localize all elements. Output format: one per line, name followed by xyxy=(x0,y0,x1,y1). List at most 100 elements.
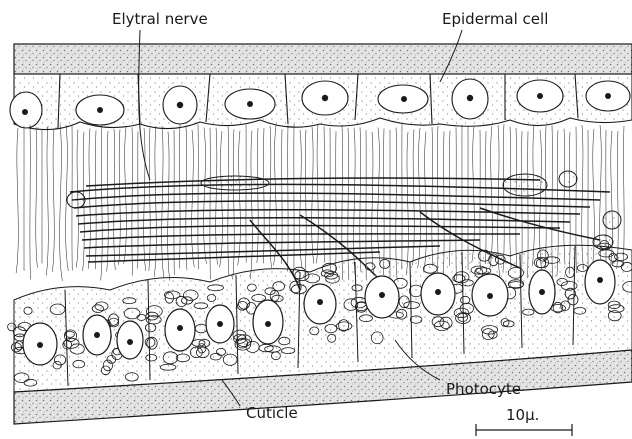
fibre-strand xyxy=(192,130,195,267)
fibre-strand xyxy=(360,127,361,272)
photocyte-granule xyxy=(482,326,498,335)
photocyte-granule xyxy=(125,373,138,381)
fibre-strand xyxy=(149,128,150,271)
photocyte-granule xyxy=(194,303,208,309)
photocyte-granule xyxy=(8,323,16,331)
fibre-strand xyxy=(16,128,18,273)
photocyte-granule xyxy=(281,348,294,354)
fibre-strand xyxy=(490,126,493,270)
fibre-strand xyxy=(449,131,450,266)
photocyte-granule xyxy=(608,305,624,313)
fibre-strand xyxy=(378,128,381,264)
photocyte-granule xyxy=(210,353,221,360)
photocyte-granule xyxy=(197,347,210,358)
photocyte-granule xyxy=(380,259,390,268)
photocyte-granule xyxy=(103,360,112,371)
photocyte-granule xyxy=(371,332,383,344)
fibre-strand xyxy=(396,128,397,280)
fibre-strand xyxy=(168,132,170,281)
photocyte-granule xyxy=(184,290,199,300)
photocyte-granule xyxy=(137,314,146,320)
fibre-strand xyxy=(432,127,433,266)
photocyte-granule xyxy=(24,379,37,386)
fibre-strand xyxy=(348,128,349,280)
fibre-strand xyxy=(472,127,475,263)
fibre-strand xyxy=(312,127,314,264)
photocyte-granule xyxy=(365,263,375,270)
fibre-strand xyxy=(60,124,63,280)
fibre-strand xyxy=(274,125,277,265)
photocyte-granule xyxy=(336,322,351,330)
fibre-strand xyxy=(413,129,415,265)
fibre-strand xyxy=(30,125,31,280)
photocyte-granule xyxy=(410,316,422,323)
photocyte-granule xyxy=(73,360,85,368)
photocyte-granule xyxy=(271,352,280,360)
fibre-strand xyxy=(36,127,38,267)
fibre-strand xyxy=(101,125,103,281)
fibre-strand xyxy=(144,128,146,271)
fibre-strand xyxy=(486,131,487,264)
photocyte-granule xyxy=(360,315,373,322)
photocyte-granule xyxy=(234,334,246,343)
photocyte-granule xyxy=(523,309,534,315)
fibre-strand xyxy=(354,128,356,282)
photocyte-granule xyxy=(208,285,224,291)
photocyte-granule xyxy=(195,324,207,333)
photocyte-granule xyxy=(612,261,624,267)
photocyte-granule xyxy=(434,321,449,331)
photocyte-granule xyxy=(501,319,509,327)
photocyte-granule xyxy=(24,307,32,314)
photocyte-granule xyxy=(325,272,338,280)
fibre-strand xyxy=(107,131,109,271)
photocyte-granule xyxy=(246,341,259,352)
photocyte-granule xyxy=(600,240,609,248)
photocyte-granule xyxy=(123,298,136,304)
photocyte-granule xyxy=(265,346,281,352)
photocyte-granule xyxy=(248,284,257,291)
photocyte-granule xyxy=(53,361,61,369)
photocyte-granule xyxy=(609,253,617,261)
fibre-strand xyxy=(114,129,116,270)
photocyte-granule xyxy=(192,340,205,347)
photocyte-granule xyxy=(109,318,119,327)
photocyte-granule xyxy=(223,354,237,365)
fibre-strand xyxy=(623,126,624,263)
photocyte-granule xyxy=(305,274,320,283)
fibre-strand xyxy=(210,128,211,280)
fibre-strand xyxy=(282,129,283,264)
photocyte-granule xyxy=(508,280,523,289)
photocyte-granule xyxy=(423,264,437,273)
fibre-strand xyxy=(564,129,565,265)
fibre-strand xyxy=(52,128,54,271)
photocyte-granule xyxy=(160,364,176,370)
photocyte-granule xyxy=(163,352,178,364)
photocyte-granule xyxy=(577,265,587,272)
photocyte-granule xyxy=(310,327,319,335)
photocyte-granule xyxy=(471,266,487,274)
photocyte-granule xyxy=(207,295,216,302)
scale-bar xyxy=(476,424,572,436)
photocyte-granule xyxy=(328,334,336,342)
photocyte-granule xyxy=(70,344,84,354)
fibre-strand xyxy=(46,126,48,276)
photocyte-granule xyxy=(176,354,189,362)
photocyte-granule xyxy=(165,292,173,303)
photocyte-granule xyxy=(508,268,523,279)
photocyte-granule xyxy=(279,337,290,345)
photocyte-granule xyxy=(145,324,155,332)
photocyte-granule xyxy=(551,305,566,312)
photocyte-granule xyxy=(566,267,575,277)
photocyte-granule xyxy=(50,304,65,315)
photocyte-granule xyxy=(574,307,586,314)
photocyte-granule xyxy=(544,257,560,264)
fibre-strand xyxy=(342,125,343,280)
photocyte-granule xyxy=(92,305,103,313)
fibre-strand xyxy=(503,124,504,273)
fibre-strand xyxy=(179,124,180,268)
photocyte-granule xyxy=(146,354,157,361)
fibre-strand xyxy=(406,132,408,275)
fibre-strand xyxy=(372,132,374,275)
